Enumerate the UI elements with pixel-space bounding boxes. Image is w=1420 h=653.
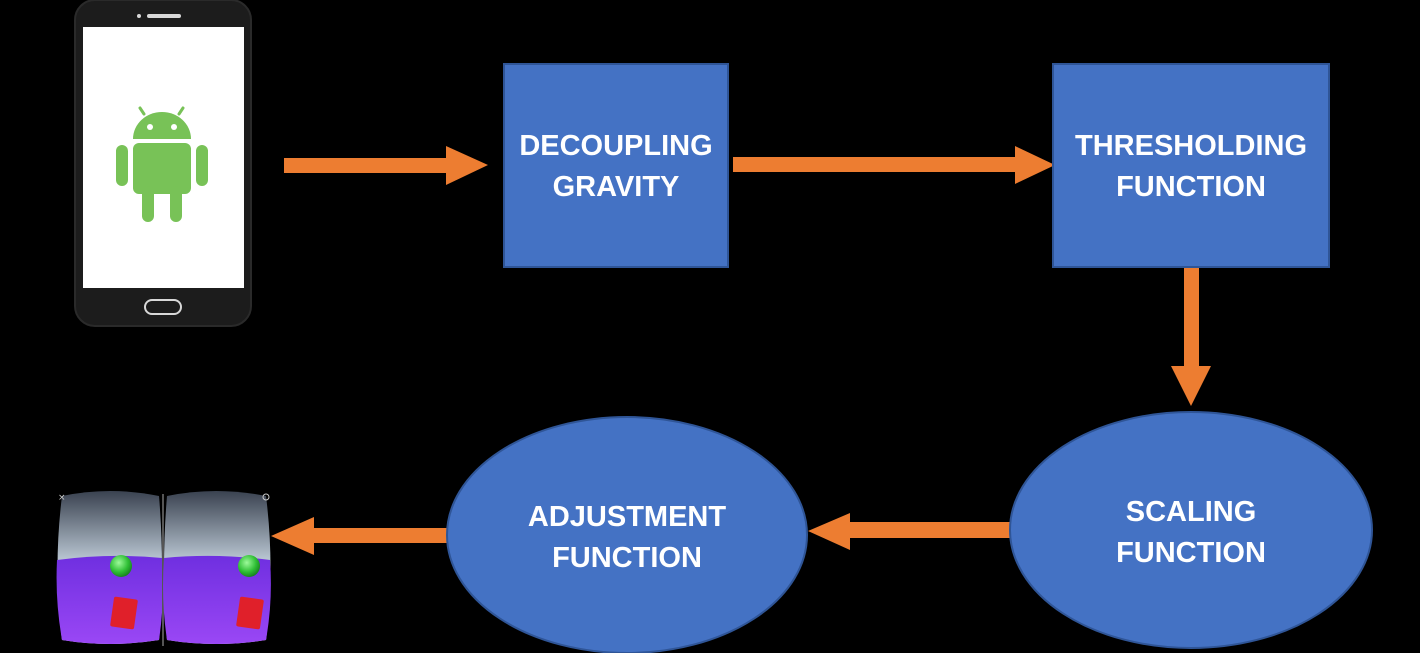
- vr-right-eye-view: [163, 491, 271, 644]
- node-decoupling-label-line1: DECOUPLING: [519, 130, 712, 162]
- arrow-scaling-to-adjustment: [808, 513, 1011, 550]
- vr-left-eye-view: [56, 491, 163, 644]
- vr-stereo-view: ×: [56, 491, 271, 646]
- vr-corner-marker-icon: [262, 493, 270, 501]
- phone-camera: [137, 14, 141, 18]
- node-adjustment-label-line2: FUNCTION: [552, 542, 702, 574]
- node-scaling-function: SCALING FUNCTION: [1009, 411, 1373, 649]
- arrow-adjustment-to-vr: [271, 517, 448, 555]
- node-adjustment-label-line1: ADJUSTMENT: [528, 501, 726, 533]
- vr-close-marker-icon: ×: [58, 493, 66, 503]
- arrow-phone-to-decoupling: [284, 146, 488, 185]
- node-scaling-label-line2: FUNCTION: [1116, 537, 1266, 569]
- node-adjustment-function: ADJUSTMENT FUNCTION: [446, 416, 808, 653]
- vr-right-cube: [236, 596, 264, 630]
- arrow-decoupling-to-thresholding: [733, 146, 1055, 184]
- node-thresholding-function: THRESHOLDING FUNCTION: [1052, 63, 1330, 268]
- android-phone: [74, 0, 252, 327]
- vr-left-cube: [110, 596, 138, 630]
- node-decoupling-label-line2: GRAVITY: [553, 171, 680, 203]
- vr-left-sphere: [110, 555, 132, 577]
- phone-speaker: [147, 14, 181, 18]
- vr-right-sphere: [238, 555, 260, 577]
- node-decoupling-gravity: DECOUPLING GRAVITY: [503, 63, 729, 268]
- node-thresholding-label-line2: FUNCTION: [1116, 171, 1266, 203]
- node-scaling-label-line1: SCALING: [1126, 496, 1257, 528]
- android-robot-icon: [116, 106, 208, 222]
- phone-home-button: [144, 299, 182, 315]
- node-thresholding-label-line1: THRESHOLDING: [1075, 130, 1307, 162]
- arrow-thresholding-to-scaling: [1171, 266, 1211, 406]
